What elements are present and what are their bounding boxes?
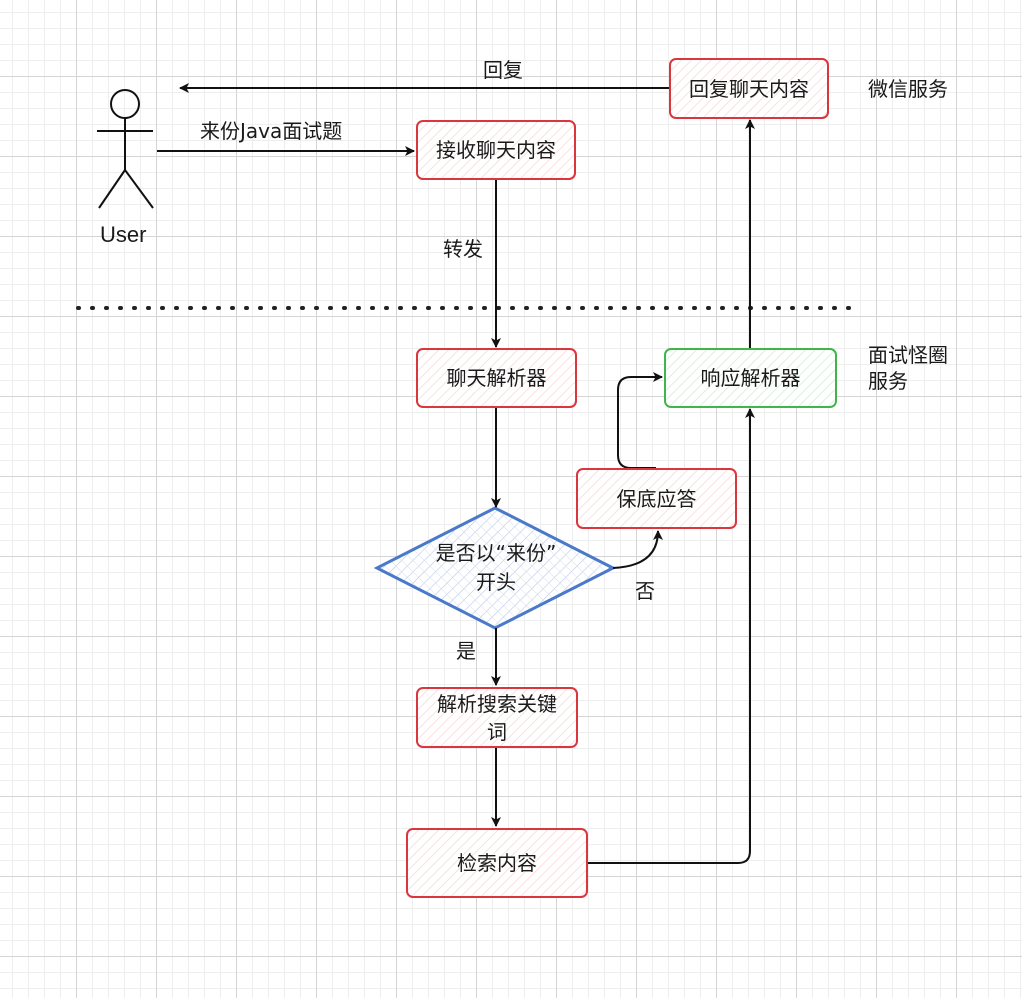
reply-chat-label: 回复聊天内容 xyxy=(689,76,809,101)
response-parser-label: 响应解析器 xyxy=(700,366,801,390)
parse-keywords-line-1: 解析搜索关键 xyxy=(437,691,557,716)
zone-label-interview-line-2: 服务 xyxy=(868,369,908,393)
chat-parser-label: 聊天解析器 xyxy=(446,366,547,390)
retrieve-content-node: 检索内容 xyxy=(406,828,588,898)
decision-text-line-1: 是否以“来份” xyxy=(435,541,557,565)
arrow-retrieve-to-response xyxy=(588,408,755,864)
parse-keywords-node: 解析搜索关键 词 xyxy=(416,687,578,748)
zone-label-wechat: 微信服务 xyxy=(868,77,948,101)
zone-label-interview: 面试怪圈 服务 xyxy=(868,342,948,394)
user-label: User xyxy=(100,222,147,247)
reply-chat-node: 回复聊天内容 xyxy=(669,58,829,119)
edge-label-no: 否 xyxy=(635,579,655,603)
arrow-decision-no xyxy=(612,530,663,569)
decision-text-line-2: 开头 xyxy=(476,570,516,594)
user-actor-icon xyxy=(97,89,154,209)
arrow-fallback-to-response xyxy=(617,372,663,469)
fallback-answer-label: 保底应答 xyxy=(616,486,697,511)
edge-label-request: 来份Java面试题 xyxy=(200,119,343,143)
response-parser-node: 响应解析器 xyxy=(664,348,837,408)
chat-parser-node: 聊天解析器 xyxy=(416,348,577,408)
parse-keywords-line-2: 词 xyxy=(487,719,507,744)
fallback-answer-node: 保底应答 xyxy=(576,468,737,529)
receive-chat-label: 接收聊天内容 xyxy=(436,138,556,162)
edge-label-forward: 转发 xyxy=(443,237,483,261)
edge-label-yes: 是 xyxy=(456,639,476,663)
zone-label-interview-line-1: 面试怪圈 xyxy=(868,343,948,367)
receive-chat-node: 接收聊天内容 xyxy=(416,120,576,180)
edge-label-reply: 回复 xyxy=(483,58,523,82)
retrieve-content-label: 检索内容 xyxy=(457,851,537,875)
decision-text: 是否以“来份” 开头 xyxy=(396,539,596,597)
